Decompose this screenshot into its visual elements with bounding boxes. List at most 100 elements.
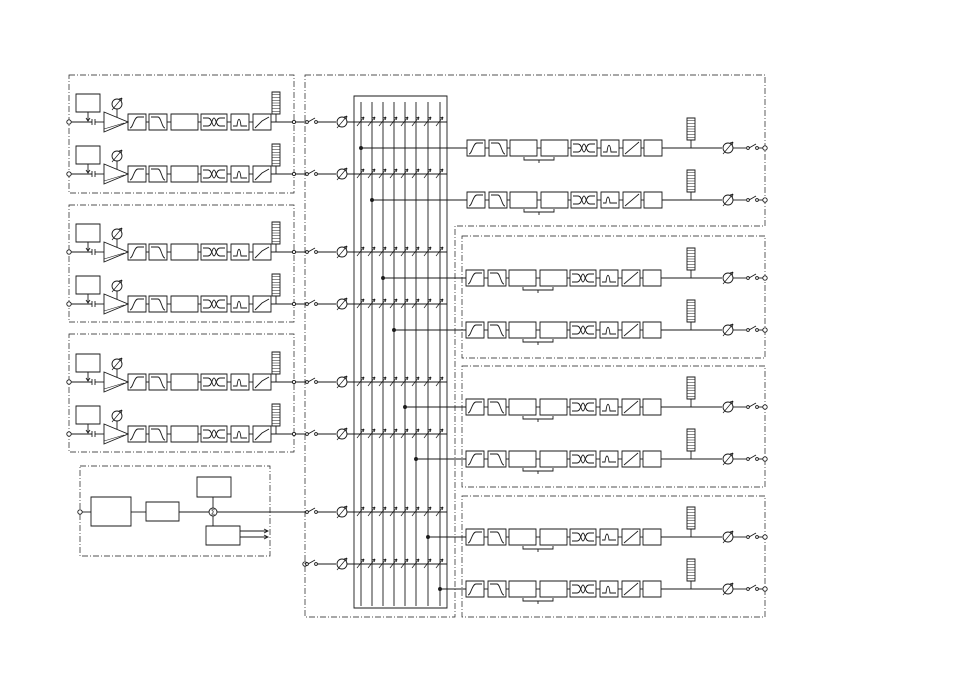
crosspoint-arrow xyxy=(424,247,431,256)
matrix-panel xyxy=(354,96,447,608)
switch-contact xyxy=(315,563,318,566)
limiter-curve xyxy=(624,401,638,413)
notch-curve xyxy=(203,430,225,438)
switch-lever xyxy=(749,455,756,459)
output-section xyxy=(360,118,768,617)
notch-curve xyxy=(572,585,594,593)
notch-curve xyxy=(203,118,225,126)
crosspoint-arrow xyxy=(436,169,443,178)
highpass-curve xyxy=(130,169,144,180)
crosspoint-arrow xyxy=(401,299,408,308)
lowpass-curve xyxy=(490,584,504,595)
terminal xyxy=(78,510,82,514)
switch-lever xyxy=(749,196,756,200)
peak-curve xyxy=(602,327,616,334)
switch-lever xyxy=(308,248,315,252)
crosspoint-arrow xyxy=(401,169,408,178)
generator-source-box xyxy=(91,497,131,526)
preamp xyxy=(104,112,128,132)
delay-box xyxy=(171,244,198,260)
crosspoint-arrow xyxy=(401,507,408,516)
crosspoint-arrow xyxy=(357,429,364,438)
switch-contact xyxy=(315,251,318,254)
knob-arrow xyxy=(723,453,733,465)
knob-arrow xyxy=(112,358,122,370)
switch-lever xyxy=(308,300,315,304)
notch-eq xyxy=(571,192,597,208)
knob-arrow xyxy=(337,376,347,388)
terminal xyxy=(67,250,71,254)
peak-curve xyxy=(602,404,616,411)
delay-link xyxy=(523,416,553,422)
generator-control-box xyxy=(197,477,231,497)
output-box xyxy=(644,140,662,156)
signal-generator-section xyxy=(78,466,307,566)
switch-contact xyxy=(306,433,309,436)
switch-contact xyxy=(315,433,318,436)
switch-contact xyxy=(315,381,318,384)
gain-box xyxy=(76,146,100,164)
knob-arrow xyxy=(723,194,733,206)
switch-contact xyxy=(306,303,309,306)
notch-curve xyxy=(573,196,595,204)
knob-arrow xyxy=(723,401,733,413)
knob-arrow xyxy=(112,280,122,292)
group-exit-node xyxy=(292,120,295,123)
delay-link xyxy=(524,209,554,215)
crosspoint-arrow xyxy=(390,169,397,178)
delay-link xyxy=(523,598,553,604)
output-box xyxy=(644,192,662,208)
lowpass-curve xyxy=(151,169,165,180)
notch-curve xyxy=(572,533,594,541)
crosspoint-arrow xyxy=(357,169,364,178)
output-box xyxy=(643,270,661,286)
switch-contact xyxy=(756,406,759,409)
preamp xyxy=(104,294,128,314)
switch-lever xyxy=(749,274,756,278)
notch-eq xyxy=(570,529,596,545)
delay-box xyxy=(171,166,198,182)
gain-box xyxy=(76,224,100,242)
preamp xyxy=(104,424,128,444)
group-exit-node xyxy=(292,432,295,435)
delay-link xyxy=(523,546,553,552)
switch-contact xyxy=(756,277,759,280)
output-box xyxy=(643,399,661,415)
knob-arrow xyxy=(337,558,347,570)
switch-contact xyxy=(756,458,759,461)
knob-arrow xyxy=(337,298,347,310)
preamp xyxy=(104,372,128,392)
crosspoint-arrow xyxy=(424,429,431,438)
notch-curve xyxy=(203,118,225,126)
switch-contact xyxy=(747,458,750,461)
peak-curve xyxy=(233,431,247,438)
limiter-curve xyxy=(625,194,639,206)
lowpass-curve xyxy=(490,273,504,284)
delay-box xyxy=(171,296,198,312)
crosspoint-arrow xyxy=(424,377,431,386)
delay-box xyxy=(509,451,536,467)
switch-contact xyxy=(306,121,309,124)
output-group-frame xyxy=(462,236,765,358)
crosspoint-arrow xyxy=(368,377,375,386)
switch-contact xyxy=(306,511,309,514)
limiter-curve xyxy=(625,142,639,154)
terminal xyxy=(763,405,767,409)
notch-curve xyxy=(203,170,225,178)
delay-box xyxy=(171,114,198,130)
limiter-curve xyxy=(624,453,638,465)
highpass-curve xyxy=(468,584,482,595)
crosspoint-arrow xyxy=(379,299,386,308)
lowpass-curve xyxy=(490,325,504,336)
notch-curve xyxy=(572,326,594,334)
lowpass-curve xyxy=(491,143,505,154)
gain-box xyxy=(76,406,100,424)
terminal xyxy=(763,328,767,332)
knob-arrow xyxy=(723,272,733,284)
compressor-curve xyxy=(255,429,269,440)
compressor-curve xyxy=(255,117,269,128)
crosspoint-arrow xyxy=(401,117,408,126)
notch-curve xyxy=(572,455,594,463)
highpass-curve xyxy=(469,143,483,154)
